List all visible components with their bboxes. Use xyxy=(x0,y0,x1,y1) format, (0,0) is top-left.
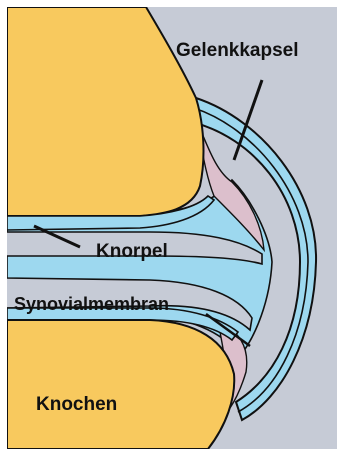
label-joint-capsule: Gelenkkapsel xyxy=(176,40,299,61)
label-bone: Knochen xyxy=(36,394,117,415)
label-synovial-membrane: Synovialmembran xyxy=(14,294,169,314)
lower-bone xyxy=(7,320,234,449)
label-cartilage: Knorpel xyxy=(96,241,168,262)
